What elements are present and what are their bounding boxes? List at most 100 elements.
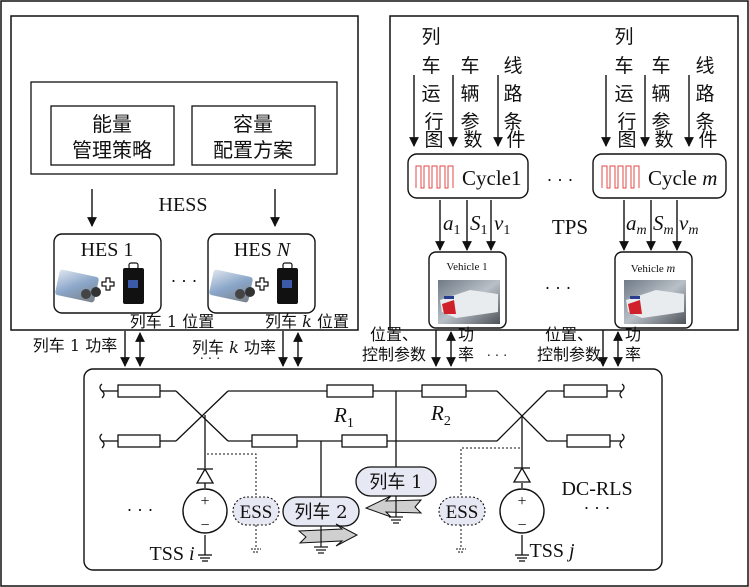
velocity-m: vm: [679, 211, 698, 238]
vehicle-ellipsis: · · ·: [545, 278, 572, 298]
config-line2: 配置方案: [213, 138, 293, 162]
cycle-box-1[interactable]: Cycle1: [407, 153, 529, 199]
capacity-configuration-box[interactable]: 容量 配置方案: [191, 105, 316, 166]
pos-ctrl-label-ma: 位置、: [545, 325, 593, 344]
power-label-ma: 功: [625, 325, 641, 344]
ess-right-label: ESS: [446, 502, 479, 523]
resistor-r1: [326, 384, 374, 398]
hes-ellipsis: · · ·: [171, 271, 198, 291]
train-image-icon: [438, 280, 500, 324]
hess-panel: 能量 管理策略 容量 配置方案 HESS HES 1: [10, 15, 359, 331]
cycle-1-outputs: a1 S1 v1: [435, 200, 510, 251]
input-vehicle-params-1: 车 辆 参 数: [460, 55, 485, 151]
velocity-1: v1: [494, 211, 510, 238]
supercapacitor-icon: [209, 269, 255, 303]
resistor-r2: [421, 384, 467, 398]
plus-icon: [255, 277, 269, 291]
cycle-m-label: Cycle m: [648, 166, 717, 190]
battery-icon: [123, 262, 144, 304]
ground-icon: [198, 554, 212, 562]
resistor-mid-2: [341, 434, 388, 448]
power-label-1a: 功: [458, 325, 474, 344]
hes-1-label: HES 1: [81, 239, 134, 261]
train-1[interactable]: 列车 1: [355, 466, 437, 524]
input-timetable-m: 列 车 运 行: [614, 26, 639, 133]
ground-icon: [314, 526, 328, 554]
tps-title: TPS: [552, 215, 588, 239]
tps-inputs-cycle-1: 列 车 运 行 图 图 车 辆 参 数 线 路 条 件: [409, 26, 526, 151]
resistor-mid-1: [251, 434, 298, 448]
input-vehicle-params-m: 车 辆 参 数: [651, 55, 676, 151]
power-label-mb: 率: [625, 345, 641, 364]
hes-unit-n[interactable]: HES N: [207, 233, 316, 314]
dc-rls-panel: R1 R2 + − + −: [83, 368, 663, 571]
ess-left[interactable]: ESS: [232, 496, 280, 526]
dotted-ground-icon: [251, 548, 466, 553]
power-ellipsis: · · ·: [200, 352, 221, 367]
strategy-line2: 管理策略: [72, 138, 152, 162]
train1-power-label: 列车 1 功率: [33, 336, 117, 355]
input-timetable-1-last: 图: [424, 129, 443, 151]
dc-rls-title: DC-RLS: [561, 478, 632, 500]
link-ellipsis: · · ·: [487, 349, 508, 364]
resistor-left-top: [117, 384, 161, 398]
config-line1: 容量: [233, 112, 273, 136]
tss-j-label: TSS j: [529, 540, 574, 562]
resistor-right-bottom: [566, 434, 611, 448]
cycle-1-label: Cycle1: [462, 166, 521, 190]
waveform-icon: [601, 165, 640, 189]
voltage-source-tss-j[interactable]: + −: [499, 488, 545, 534]
cycle-box-m[interactable]: Cycle m: [592, 153, 727, 199]
cycle-m-outputs: am Sm vm: [619, 200, 698, 251]
train-2-label: 列车 2: [294, 502, 347, 523]
ess-dotted-links: [207, 447, 520, 548]
train1-position-label: 列车 1 位置: [130, 312, 214, 331]
vehicle-m-label: Vehicle m: [631, 261, 676, 275]
r1-label: R1: [333, 403, 354, 431]
hess-title: HESS: [159, 194, 208, 216]
hes-n-label: HES N: [234, 239, 292, 261]
traink-position-label: 列车 k 位置: [265, 312, 349, 331]
energy-management-strategy-box[interactable]: 能量 管理策略: [50, 105, 175, 166]
pos-ctrl-label-mb: 控制参数: [537, 345, 601, 364]
ground-icon: [515, 554, 529, 562]
input-line-conditions-m: 线 路 条 件: [695, 55, 720, 151]
dcrls-right-ellipsis: · · ·: [584, 498, 611, 518]
vehicle-box-m[interactable]: Vehicle m: [614, 251, 693, 329]
dcrls-left-ellipsis: · · ·: [127, 500, 154, 520]
plus-sign: +: [517, 493, 526, 510]
power-label-1b: 率: [458, 345, 474, 364]
network-wires: [99, 383, 625, 555]
train-image-icon: [624, 280, 686, 324]
ess-left-label: ESS: [240, 502, 273, 523]
train-2[interactable]: 列车 2: [282, 496, 360, 554]
diode-icon: [195, 467, 215, 484]
resistor-left-bottom: [117, 434, 161, 448]
pos-ctrl-label-1a: 位置、: [370, 325, 418, 344]
vehicle-1-label: Vehicle 1: [446, 261, 487, 273]
cycle-ellipsis: · · ·: [547, 170, 574, 190]
distance-1: S1: [470, 211, 488, 238]
hes-unit-1[interactable]: HES 1: [53, 233, 162, 314]
strategy-line1: 能量: [92, 112, 132, 136]
voltage-source-tss-i[interactable]: + −: [182, 488, 228, 534]
minus-sign: −: [517, 517, 526, 534]
tss-i-label: TSS i: [149, 543, 194, 565]
plus-icon: [101, 277, 115, 291]
battery-icon: [277, 262, 298, 304]
ess-right[interactable]: ESS: [438, 496, 486, 526]
plus-sign: +: [200, 493, 209, 510]
vehicle-box-1[interactable]: Vehicle 1: [428, 251, 507, 329]
interface-arrows: 列车 1 功率 列车 k 功率 · · · 位置、 控制参数 功 率 · · ·…: [33, 325, 641, 367]
tps-inputs-cycle-m: 列 车 运 行 图 车 辆 参 数 线 路 条 件: [601, 26, 720, 151]
supercapacitor-icon: [55, 269, 101, 303]
tps-panel: 列 车 运 行 图 图 车 辆 参 数 线 路 条 件: [389, 15, 739, 331]
input-timetable-1: 列 车 运 行 图: [421, 26, 446, 133]
pos-ctrl-label-1b: 控制参数: [362, 345, 426, 364]
ground-icon: [389, 496, 403, 524]
minus-sign: −: [200, 517, 209, 534]
r2-label: R2: [430, 401, 451, 429]
train-1-label: 列车 1: [369, 472, 422, 493]
